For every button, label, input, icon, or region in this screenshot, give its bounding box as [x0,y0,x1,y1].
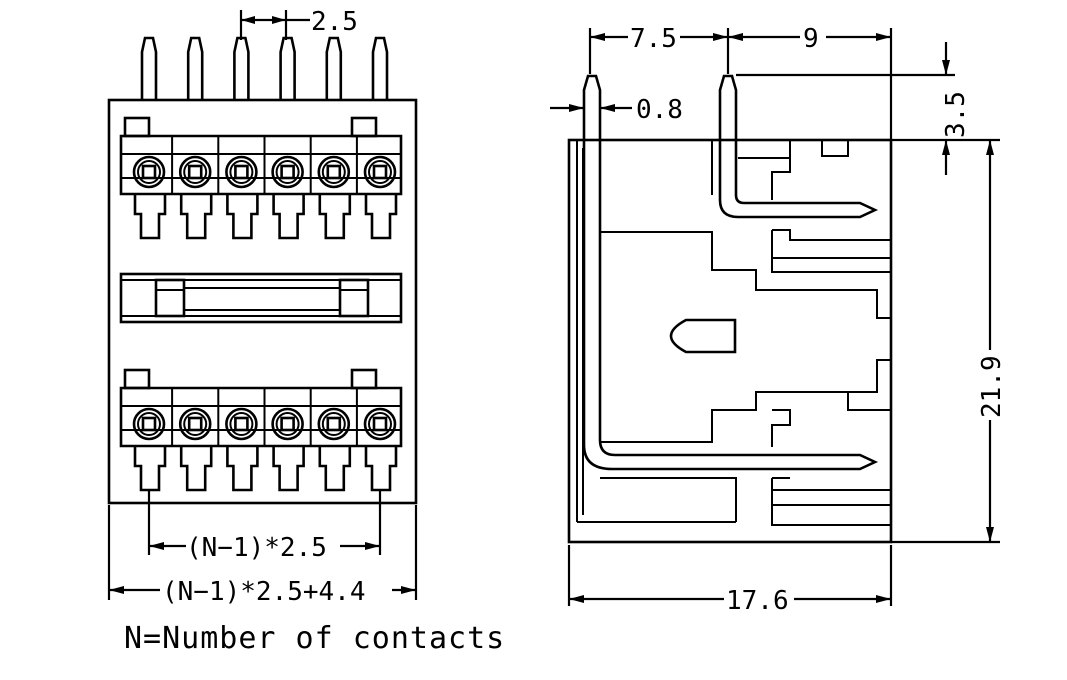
contact-socket [363,155,397,189]
row-housing [119,386,403,448]
pin [325,36,343,100]
span-total-label: (N−1)*2.5+4.4 [162,577,366,607]
offset-right-label: 9 [803,24,819,54]
contact-foot [179,194,213,240]
contact-socket [132,407,166,441]
pin [371,36,389,100]
latch-tab-bottom-left [123,368,151,390]
front-body-outline [107,98,418,505]
contact-socket [178,407,212,441]
offset-dimension: 7.5 9 [588,24,893,140]
contact-row-bottom [119,386,403,492]
body-height-label: 21.9 [977,355,1007,418]
side-view: 7.5 9 0.8 3.5 21.9 [550,24,1007,616]
contact-socket [225,407,258,441]
contact-socket [271,407,304,441]
pin-height-label: 3.5 [941,91,971,138]
contact-row-top [119,134,403,240]
contact-foot [364,446,398,492]
pitch-label: 2.5 [311,7,358,37]
contacts-note: N=Number of contacts [124,621,505,656]
body-height-dimension: 21.9 [891,140,1007,544]
contact-foot [133,194,167,240]
latch-nose [669,318,737,354]
span-pitch-label: (N−1)*2.5 [186,533,327,563]
pin-height-dimension: 3.5 [736,42,1000,175]
contact-socket [317,407,351,441]
contact-foot [318,194,352,240]
contact-foot [364,194,398,240]
row-housing [119,134,403,196]
contact-foot [133,446,167,492]
contact-foot [318,446,352,492]
contact-socket [132,155,166,189]
latch-tab-top-right [350,116,378,138]
contact-foot [179,446,213,492]
pin-right-bent [718,74,879,219]
pin-left-bent [582,74,879,471]
offset-left-label: 7.5 [630,24,677,54]
contact-foot [226,194,259,240]
side-body-outline [567,138,893,544]
pin-width-label: 0.8 [636,95,683,125]
latch-tab-top-left [123,116,151,138]
contact-foot [226,446,259,492]
span-pitch-dimension: (N−1)*2.5 [147,490,382,563]
front-pins [140,36,389,100]
span-total-dimension: (N−1)*2.5+4.4 [107,505,418,607]
contact-socket [317,155,351,189]
body-depth-label: 17.6 [726,586,789,616]
contact-socket [271,155,304,189]
pin [279,36,296,100]
contact-socket [225,155,258,189]
latch-tab-bottom-right [350,368,378,390]
pitch-dimension: 2.5 [239,7,358,40]
front-view: 2.5 (N−1)*2.5 (N−1)*2.5+4.4 N=Number of … [107,7,505,656]
pin [186,36,204,100]
pin-width-dimension: 0.8 [550,95,683,125]
body-depth-dimension: 17.6 [567,545,893,616]
pin [140,36,158,100]
contact-foot [272,194,305,240]
middle-latch-bar [119,272,403,324]
contact-foot [272,446,305,492]
contact-socket [178,155,212,189]
contact-socket [363,407,397,441]
pin [233,36,250,100]
